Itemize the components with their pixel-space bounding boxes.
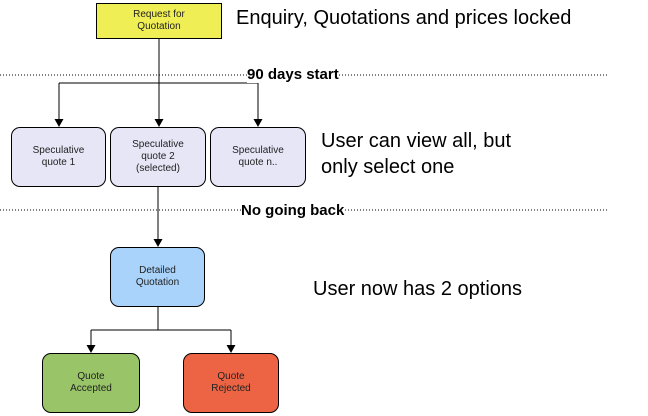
detailed-quotation-node: Detailed Quotation [110, 247, 205, 307]
speculative-quote-n-node: Speculative quote n.. [210, 127, 306, 187]
request-for-quotation-node: Request for Quotation [96, 3, 222, 39]
stage-label-no-going-back: No going back [241, 202, 345, 219]
quote-accepted-node: Quote Accepted [42, 353, 140, 413]
note-prices-locked: Enquiry, Quotations and prices locked [236, 7, 572, 29]
stage-label-90-days-start: 90 days start [247, 66, 339, 83]
note-user-can-view-all: User can view all, but only select one [321, 130, 512, 178]
note-user-has-2-options: User now has 2 options [313, 278, 523, 300]
speculative-quote-2-node: Speculative quote 2 (selected) [110, 127, 206, 187]
speculative-quote-1-node: Speculative quote 1 [11, 127, 106, 187]
quote-rejected-node: Quote Rejected [183, 353, 279, 413]
